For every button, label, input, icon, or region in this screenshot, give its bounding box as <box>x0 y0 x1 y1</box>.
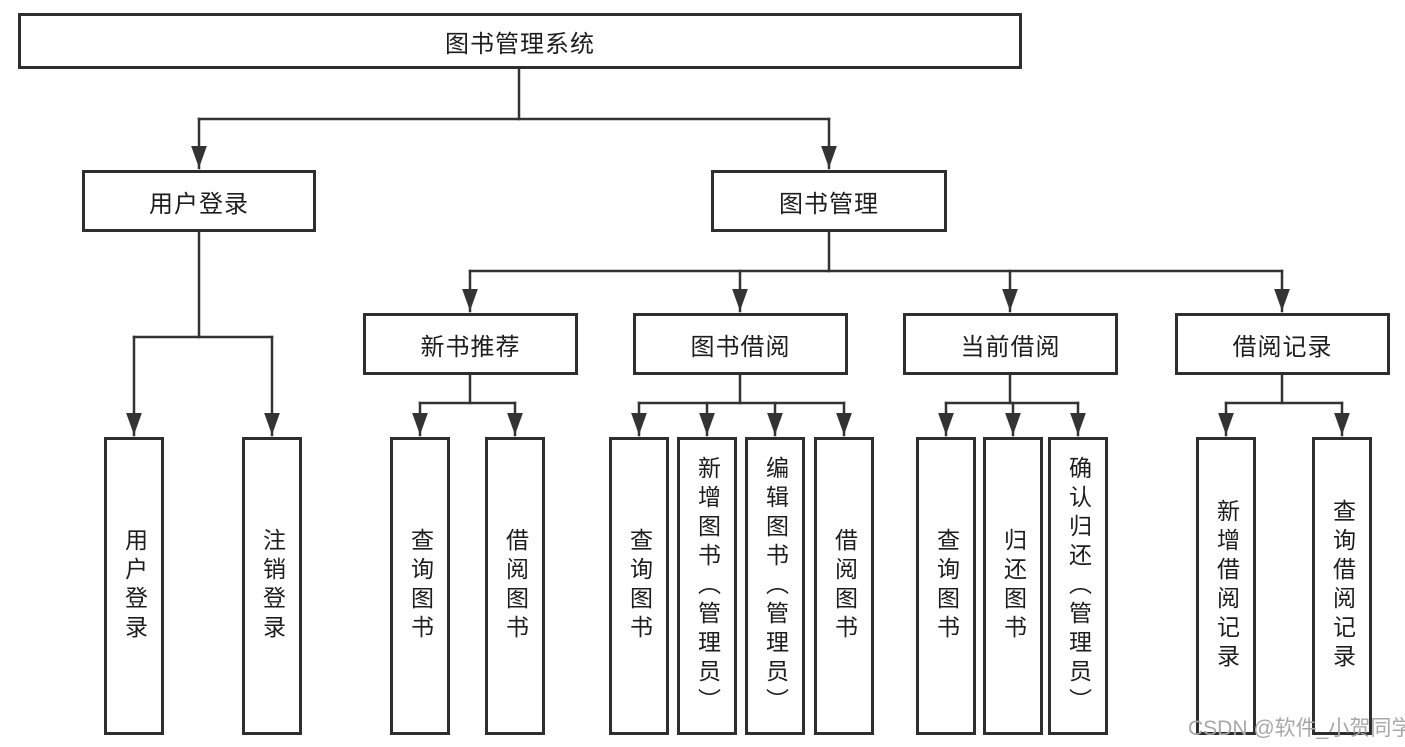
leaf-query-borrow-record: 查询借阅记录 <box>1312 437 1372 735</box>
connector-book-borrow-children <box>631 373 852 437</box>
node-borrow-record: 借阅记录 <box>1175 313 1390 375</box>
leaf-user-login: 用户登录 <box>104 437 164 735</box>
leaf-query-book-recommend: 查询图书 <box>390 437 450 735</box>
node-library-system: 图书管理系统 <box>18 13 1022 69</box>
node-current-borrow: 当前借阅 <box>903 313 1118 375</box>
leaf-add-book-admin: 新增图书（管理员） <box>677 437 737 735</box>
connector-root-to-level2 <box>191 67 837 170</box>
leaf-return-book: 归还图书 <box>983 437 1043 735</box>
leaf-edit-book-admin: 编辑图书（管理员） <box>745 437 805 735</box>
node-book-management: 图书管理 <box>711 170 947 232</box>
leaf-borrow-book-recommend: 借阅图书 <box>485 437 545 735</box>
leaf-confirm-return-admin: 确认归还（管理员） <box>1048 437 1108 735</box>
leaf-borrow-book: 借阅图书 <box>814 437 874 735</box>
connector-borrow-record-children <box>1218 373 1350 437</box>
leaf-query-book-current: 查询图书 <box>916 437 976 735</box>
leaf-logout: 注销登录 <box>242 437 302 735</box>
node-book-borrow: 图书借阅 <box>633 313 848 375</box>
node-user-login: 用户登录 <box>82 170 316 232</box>
connector-current-borrow-children <box>938 373 1086 437</box>
connector-new-book-children <box>412 373 523 437</box>
csdn-watermark: CSDN @软件_小贺同学 <box>1188 717 1405 740</box>
connector-book-management-children <box>462 230 1290 313</box>
connector-user-login-children <box>126 230 280 437</box>
node-new-book-recommend: 新书推荐 <box>363 313 578 375</box>
leaf-query-book-borrow: 查询图书 <box>609 437 669 735</box>
leaf-add-borrow-record: 新增借阅记录 <box>1196 437 1256 735</box>
